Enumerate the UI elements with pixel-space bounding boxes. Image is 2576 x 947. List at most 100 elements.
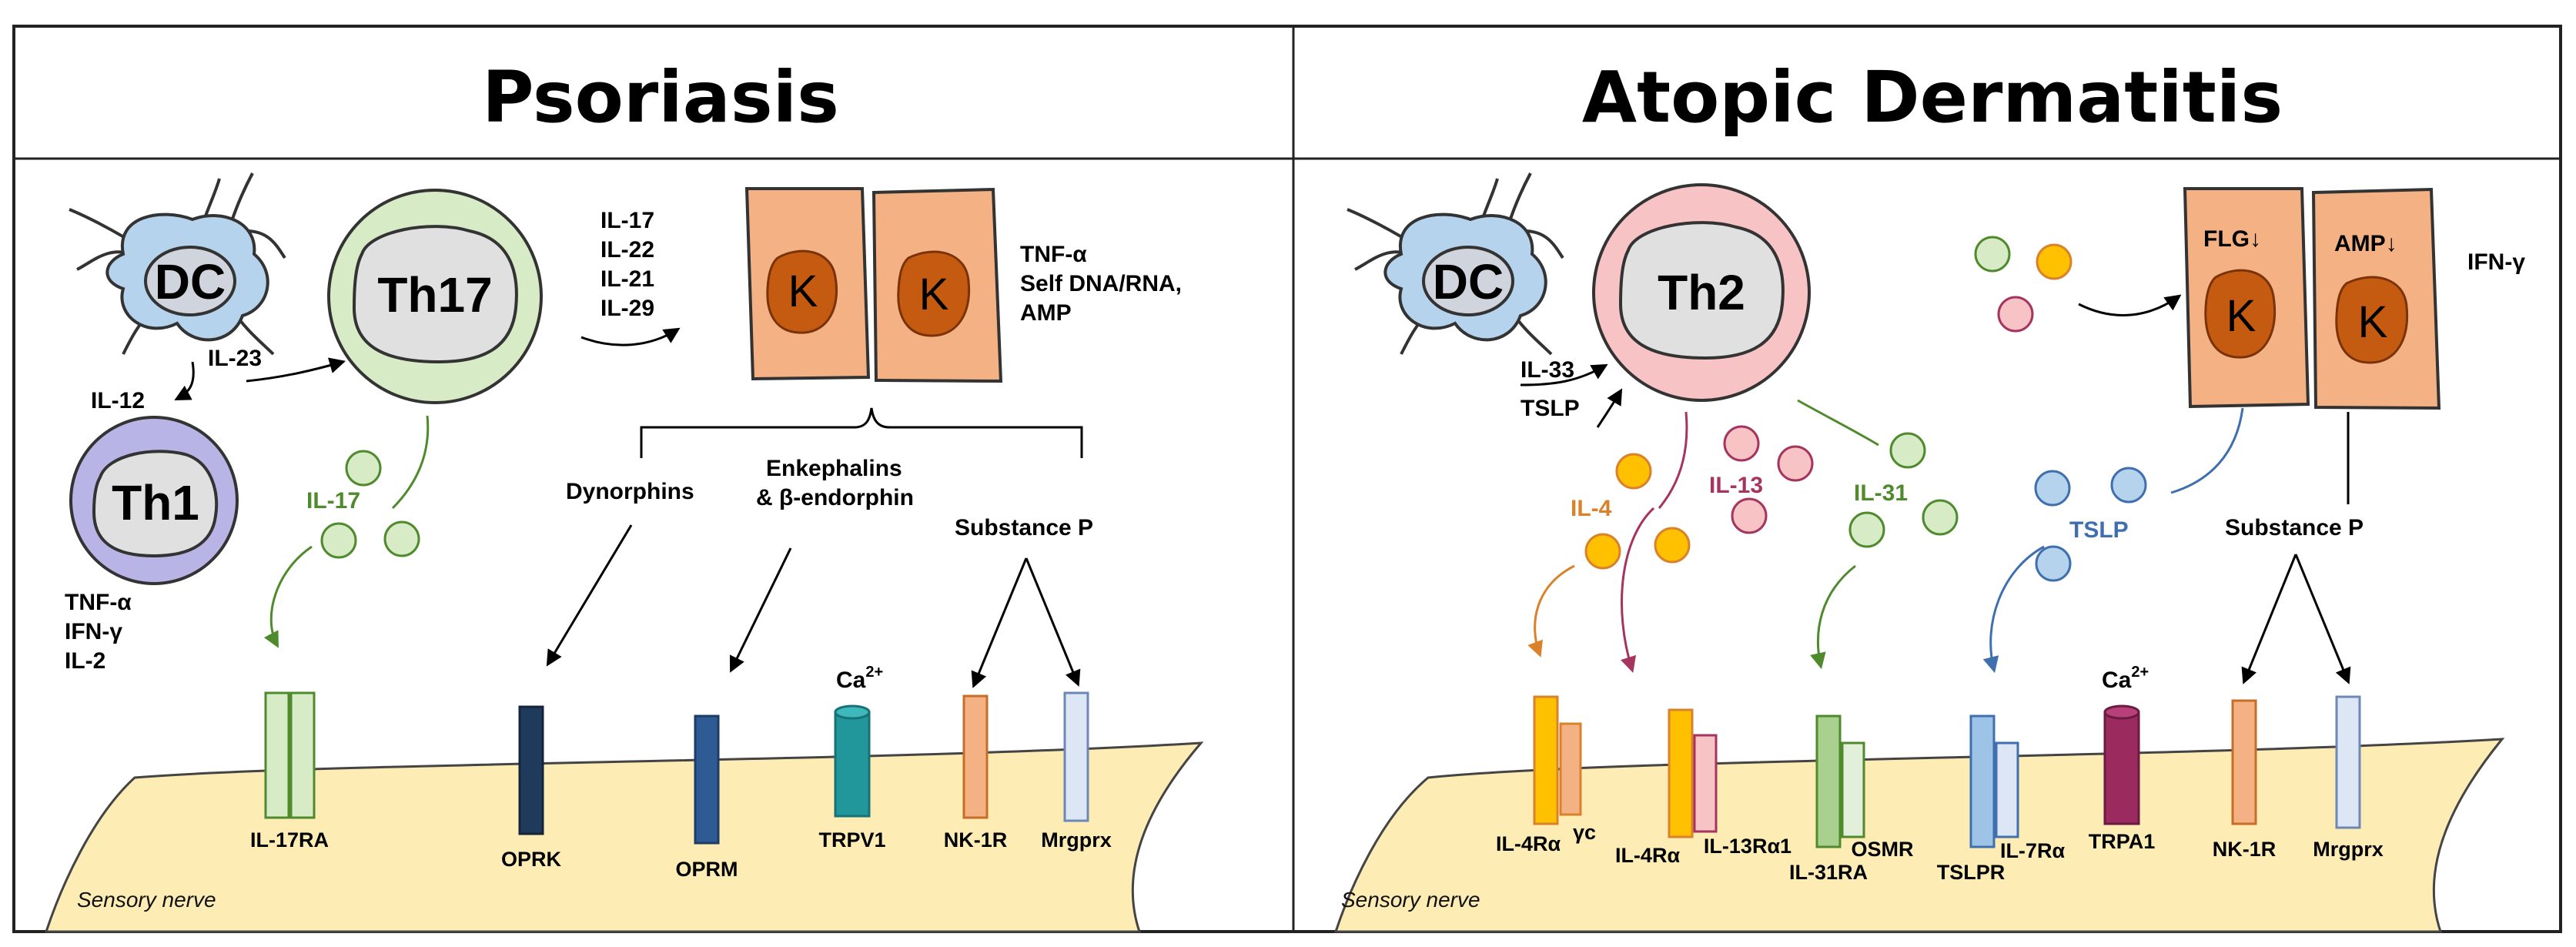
psoriasis-oprm-receptor	[694, 714, 720, 845]
atopic-tslp-arrow	[1596, 388, 1623, 428]
psoriasis-brace	[640, 407, 1083, 458]
psoriasis-il17ra-chain-2	[289, 691, 316, 819]
atopic-il4-particle-1	[1615, 453, 1652, 490]
atopic-th2-cell: Th2	[1592, 183, 1811, 402]
psoriasis-il17-label: IL-17	[306, 488, 360, 514]
atopic-keratinocytes: K K	[2183, 187, 2441, 410]
atopic-il31-particle-2	[1848, 511, 1885, 548]
atopic-receptor-label-mrgprx: Mrgprx	[2313, 838, 2384, 861]
psoriasis-k-label-1: K	[788, 266, 818, 316]
psoriasis-receptor-label-il17ra: IL-17RA	[250, 828, 329, 852]
atopic-tslp-particle-2	[2110, 467, 2147, 504]
atopic-dendritic-cell: DC	[1347, 172, 1564, 356]
atopic-il13-arrow	[1620, 507, 1655, 674]
atopic-substance-p-arrow-1	[2241, 554, 2297, 684]
atopic-il31-particle-1	[1889, 432, 1926, 469]
psoriasis-il23-arrow	[246, 357, 346, 383]
atopic-flg-label: FLG↓	[2203, 226, 2261, 252]
atopic-ifng-label: IFN-γ	[2467, 249, 2525, 275]
atopic-receptor-label-nk1r: NK-1R	[2213, 838, 2277, 861]
atopic-il4-label: IL-4	[1571, 496, 1612, 521]
psoriasis-trpv1-channel	[834, 704, 871, 818]
atopic-il33-label: IL-33	[1521, 357, 1574, 383]
atopic-il4ra-receptor-2	[1668, 708, 1694, 838]
atopic-cytokine-to-k-arrow	[2078, 294, 2182, 316]
atopic-receptor-label-il4ra-2: IL-4Rα	[1615, 844, 1681, 867]
atopic-nerve-label: Sensory nerve	[1341, 888, 1480, 912]
psoriasis-th17-release-line	[391, 415, 430, 510]
atopic-title: Atopic Dermatitis	[1582, 56, 2283, 139]
psoriasis-th17-cytokine-2: IL-22	[601, 237, 654, 263]
psoriasis-k-product-1: TNF-α	[1020, 242, 1087, 267]
atopic-ca-text: Ca	[2102, 668, 2132, 693]
psoriasis-il17-arrow	[263, 545, 313, 648]
psoriasis-il17-particle-1	[345, 450, 382, 487]
atopic-tslp-dc-label: TSLP	[1521, 396, 1580, 421]
atopic-il4-arrow	[1527, 564, 1575, 658]
atopic-osmr-receptor	[1841, 741, 1865, 838]
psoriasis-dynorphins-arrow	[546, 524, 633, 667]
psoriasis-receptor-label-oprm: OPRM	[676, 858, 738, 881]
psoriasis-th17-cytokine-3: IL-21	[601, 266, 654, 292]
atopic-il13-particle-2	[1777, 445, 1814, 482]
psoriasis-dynorphins-label: Dynorphins	[566, 479, 694, 504]
atopic-il31-arrow	[1810, 564, 1856, 670]
atopic-il4ra-receptor-1	[1533, 695, 1559, 825]
atopic-il31-label: IL-31	[1854, 480, 1908, 506]
atopic-amp-label: AMP↓	[2334, 231, 2397, 256]
psoriasis-th17-label: Th17	[377, 267, 492, 323]
psoriasis-th17-cell: Th17	[327, 189, 543, 404]
atopic-k-label-2: K	[2358, 297, 2388, 347]
atopic-trpa1-channel	[2103, 704, 2140, 825]
psoriasis-receptor-label-nk1r: NK-1R	[944, 828, 1008, 852]
psoriasis-k-label-2: K	[919, 269, 949, 320]
atopic-receptor-label-osmr: OSMR	[1852, 838, 1914, 861]
atopic-substance-p-label: Substance P	[2225, 515, 2364, 540]
psoriasis-ca-text: Ca	[836, 668, 866, 693]
atopic-il31-particle-3	[1922, 499, 1959, 536]
atopic-receptor-label-il31ra: IL-31RA	[1789, 861, 1868, 884]
psoriasis-th1-cytokine-2: IFN-γ	[65, 619, 122, 644]
atopic-k-cytokine-particle-2	[2036, 243, 2073, 280]
psoriasis-th17-to-k-arrow	[580, 327, 681, 346]
psoriasis-substance-p-arrow-2	[1025, 557, 1081, 687]
atopic-receptor-label-gc: γc	[1573, 821, 1596, 844]
atopic-il13-particle-1	[1723, 425, 1760, 462]
atopic-k-cytokine-particle-3	[1997, 296, 2034, 333]
atopic-k-label-1: K	[2226, 291, 2257, 341]
atopic-il33-arrow	[1520, 363, 1608, 386]
atopic-tslp-particle-1	[2034, 470, 2071, 507]
atopic-dc-label: DC	[1433, 254, 1504, 310]
atopic-il4-particle-2	[1584, 533, 1621, 570]
psoriasis-th1-cytokine-3: IL-2	[65, 648, 105, 674]
atopic-th2-release-il13	[1658, 411, 1688, 509]
atopic-il13-particle-3	[1731, 497, 1768, 534]
psoriasis-il23-label: IL-23	[208, 346, 262, 371]
atopic-il7ra-receptor	[1995, 741, 2019, 838]
psoriasis-substance-p-arrow-1	[971, 557, 1028, 688]
atopic-tslpr-receptor	[1969, 714, 1996, 848]
psoriasis-th1-cell: Th1	[69, 416, 239, 585]
atopic-k-cytokine-particle-1	[1974, 236, 2011, 273]
atopic-th2-label: Th2	[1658, 265, 1745, 320]
psoriasis-nerve-body	[44, 741, 1204, 933]
atopic-ca-superscript: 2+	[2131, 664, 2149, 681]
atopic-gc-receptor	[1559, 722, 1582, 816]
psoriasis-title: Psoriasis	[482, 56, 839, 139]
psoriasis-receptor-label-trpv1: TRPV1	[818, 828, 885, 852]
psoriasis-enkephalins-arrow	[729, 547, 792, 673]
atopic-substance-p-arrow-2	[2294, 554, 2351, 684]
atopic-tslp-arrow	[1982, 545, 2045, 674]
psoriasis-receptor-label-mrgprx: Mrgprx	[1041, 828, 1112, 852]
psoriasis-keratinocytes: K K	[744, 187, 1003, 383]
psoriasis-k-product-3: AMP	[1020, 300, 1072, 326]
psoriasis-dendritic-cell: DC	[69, 172, 286, 356]
atopic-il13ra1-receptor	[1693, 734, 1718, 833]
psoriasis-il17-particle-2	[320, 522, 357, 559]
psoriasis-dc-label: DC	[155, 254, 226, 310]
psoriasis-substance-p-label: Substance P	[955, 515, 1093, 540]
atopic-il13-label: IL-13	[1709, 473, 1763, 498]
atopic-il31ra-receptor	[1815, 714, 1842, 848]
atopic-mrgprx-receptor	[2335, 695, 2361, 829]
